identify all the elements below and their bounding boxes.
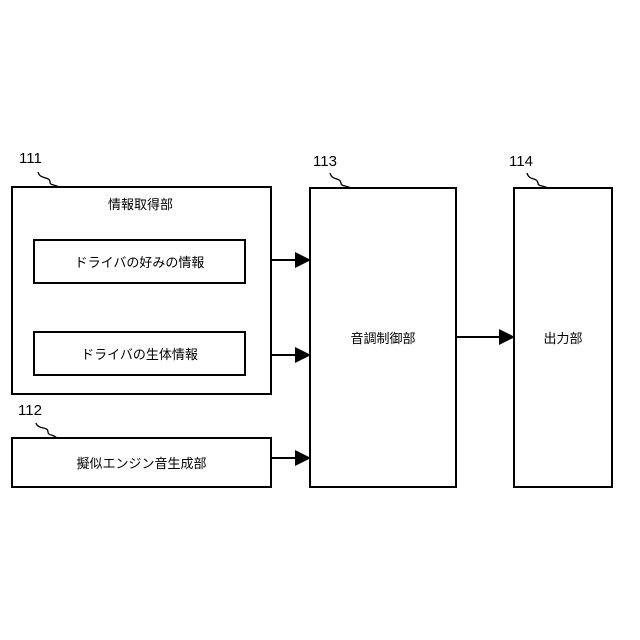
preference-info-label: ドライバの好みの情報 (75, 252, 205, 271)
ref-113: 113 (313, 153, 337, 170)
biometric-info-block: ドライバの生体情報 (33, 331, 246, 376)
tone-control-block: 音調制御部 (309, 187, 457, 488)
ref-112: 112 (18, 402, 42, 419)
output-block: 出力部 (513, 187, 613, 488)
biometric-info-label: ドライバの生体情報 (81, 344, 198, 363)
ref-114: 114 (509, 153, 533, 170)
engine-sound-generator-label: 擬似エンジン音生成部 (76, 453, 206, 472)
ref-111: 111 (19, 150, 42, 167)
output-label: 出力部 (543, 328, 582, 347)
tone-control-label: 音調制御部 (350, 328, 415, 347)
info-acquisition-label: 情報取得部 (108, 194, 173, 213)
engine-sound-generator-block: 擬似エンジン音生成部 (11, 437, 272, 488)
preference-info-block: ドライバの好みの情報 (33, 239, 246, 284)
